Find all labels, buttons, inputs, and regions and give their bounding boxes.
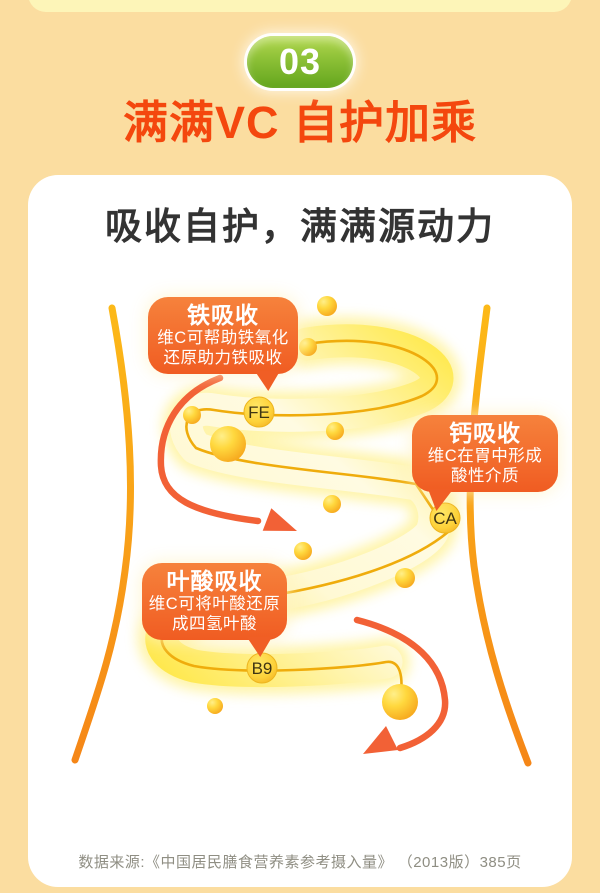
callout-iron-absorption: 铁吸收 维C可帮助铁氧化 还原助力铁吸收 [148,297,298,391]
marker-b9-label: B9 [252,659,273,678]
nutrient-ball [323,495,341,513]
body-outline-right [466,304,532,767]
content-card: 吸收自护，满满源动力 [28,175,572,887]
nutrient-ball [294,542,312,560]
callout-text-line: 成四氢叶酸 [172,615,257,633]
callout-title: 叶酸吸收 [166,568,263,594]
intestine-diagram: FE CA B9 [71,296,532,767]
marker-fe: FE [243,396,275,428]
section-number: 03 [278,41,322,82]
body-outline-left [71,304,135,764]
marker-b9: B9 [246,652,278,684]
page-title: 满满VC 自护加乘 [122,97,477,148]
data-source-note: 数据来源:《中国居民膳食营养素参考摄入量》 （2013版）385页 [78,854,522,871]
flow-arrow-top-head [262,508,297,531]
flow-arrow-bottom-head [363,726,398,754]
section-number-badge: 03 [247,36,353,88]
nutrient-ball [382,684,418,720]
marker-ca: CA [429,502,461,534]
nutrient-ball [299,338,317,356]
callout-title: 铁吸收 [187,302,259,328]
nutrient-ball [183,406,201,424]
intestine-center-line [160,339,450,702]
previous-section-edge [28,0,572,12]
nutrient-ball [395,568,415,588]
callout-text-line: 还原助力铁吸收 [163,349,283,367]
flow-arrow-bottom [353,616,449,752]
callout-folate-absorption: 叶酸吸收 维C可将叶酸还原 成四氢叶酸 [142,563,287,657]
marker-fe-label: FE [248,403,270,422]
marker-ca-label: CA [433,509,457,528]
nutrient-ball [317,296,337,316]
callout-text-line: 酸性介质 [451,467,519,485]
nutrient-ball [207,698,223,714]
callout-text-line: 维C可将叶酸还原 [148,595,281,613]
card-title: 吸收自护，满满源动力 [105,206,495,247]
callout-title: 钙吸收 [449,420,521,446]
callout-text-line: 维C在胃中形成 [427,447,543,465]
callout-text-line: 维C可帮助铁氧化 [157,329,289,347]
flow-arrow-top [157,374,262,525]
nutrient-ball [326,422,344,440]
callout-calcium-absorption: 钙吸收 维C在胃中形成 酸性介质 [412,415,558,511]
nutrient-ball [210,426,246,462]
absorption-illustration: FE CA B9 铁吸收 维C可帮助铁氧化 还原助力铁吸收 钙吸收 [28,276,572,816]
